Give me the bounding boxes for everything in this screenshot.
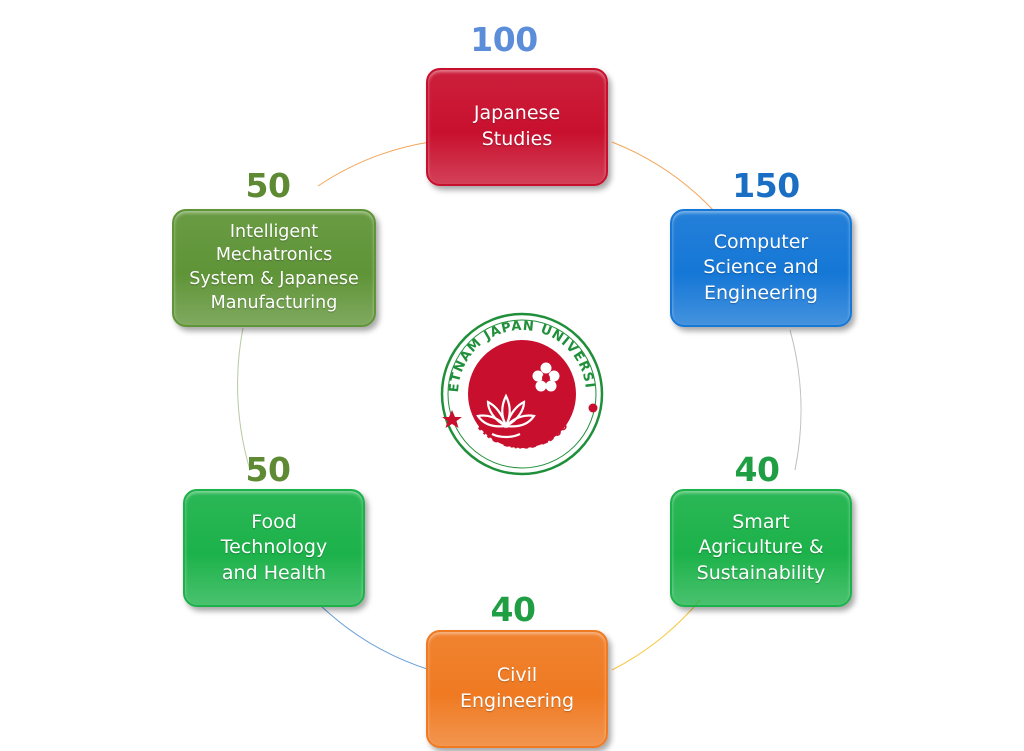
box-smart-agriculture: Smart Agriculture & Sustainability [670,489,852,607]
ring-segment-5 [319,604,431,671]
ring-segment-3 [789,329,802,471]
value-mechatronics: 50 [245,166,291,205]
logo-dot-icon [588,403,598,413]
box-japanese-studies: Japanese Studies [426,68,608,186]
box-mechatronics: Intelligent Mechatronics System & Japane… [172,209,376,327]
ring-segment-4 [611,599,701,671]
value-japanese-studies: 100 [470,20,538,59]
lotus-icon [476,393,536,439]
logo-star-icon [442,410,462,428]
box-food-technology: Food Technology and Health [183,489,365,607]
ring-segment-6 [237,327,251,471]
ring-segment-2 [611,141,716,213]
vju-logo: VIETNAM JAPAN UNIVERSITY VNU since 1906 [438,310,604,476]
cherry-blossom-icon [532,362,560,392]
value-computer-science: 150 [732,166,800,205]
box-computer-science: Computer Science and Engineering [670,209,852,327]
value-food-technology: 50 [245,450,291,489]
ring-segment-1 [317,141,431,187]
box-civil-engineering: Civil Engineering [426,630,608,748]
value-smart-agriculture: 40 [734,450,780,489]
value-civil-engineering: 40 [490,590,536,629]
